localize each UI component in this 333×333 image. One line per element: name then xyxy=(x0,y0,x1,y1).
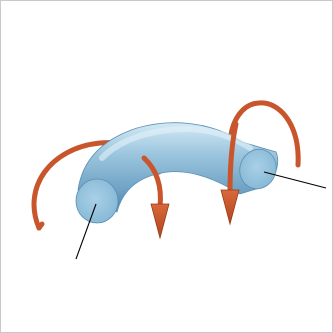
left-torque-arrow-tail xyxy=(39,224,42,228)
left-torque-arrow-icon xyxy=(151,204,169,238)
right-leader-line xyxy=(264,172,326,188)
left-tube-end-cap xyxy=(76,179,118,223)
right-torque-arrow-icon xyxy=(221,190,239,224)
